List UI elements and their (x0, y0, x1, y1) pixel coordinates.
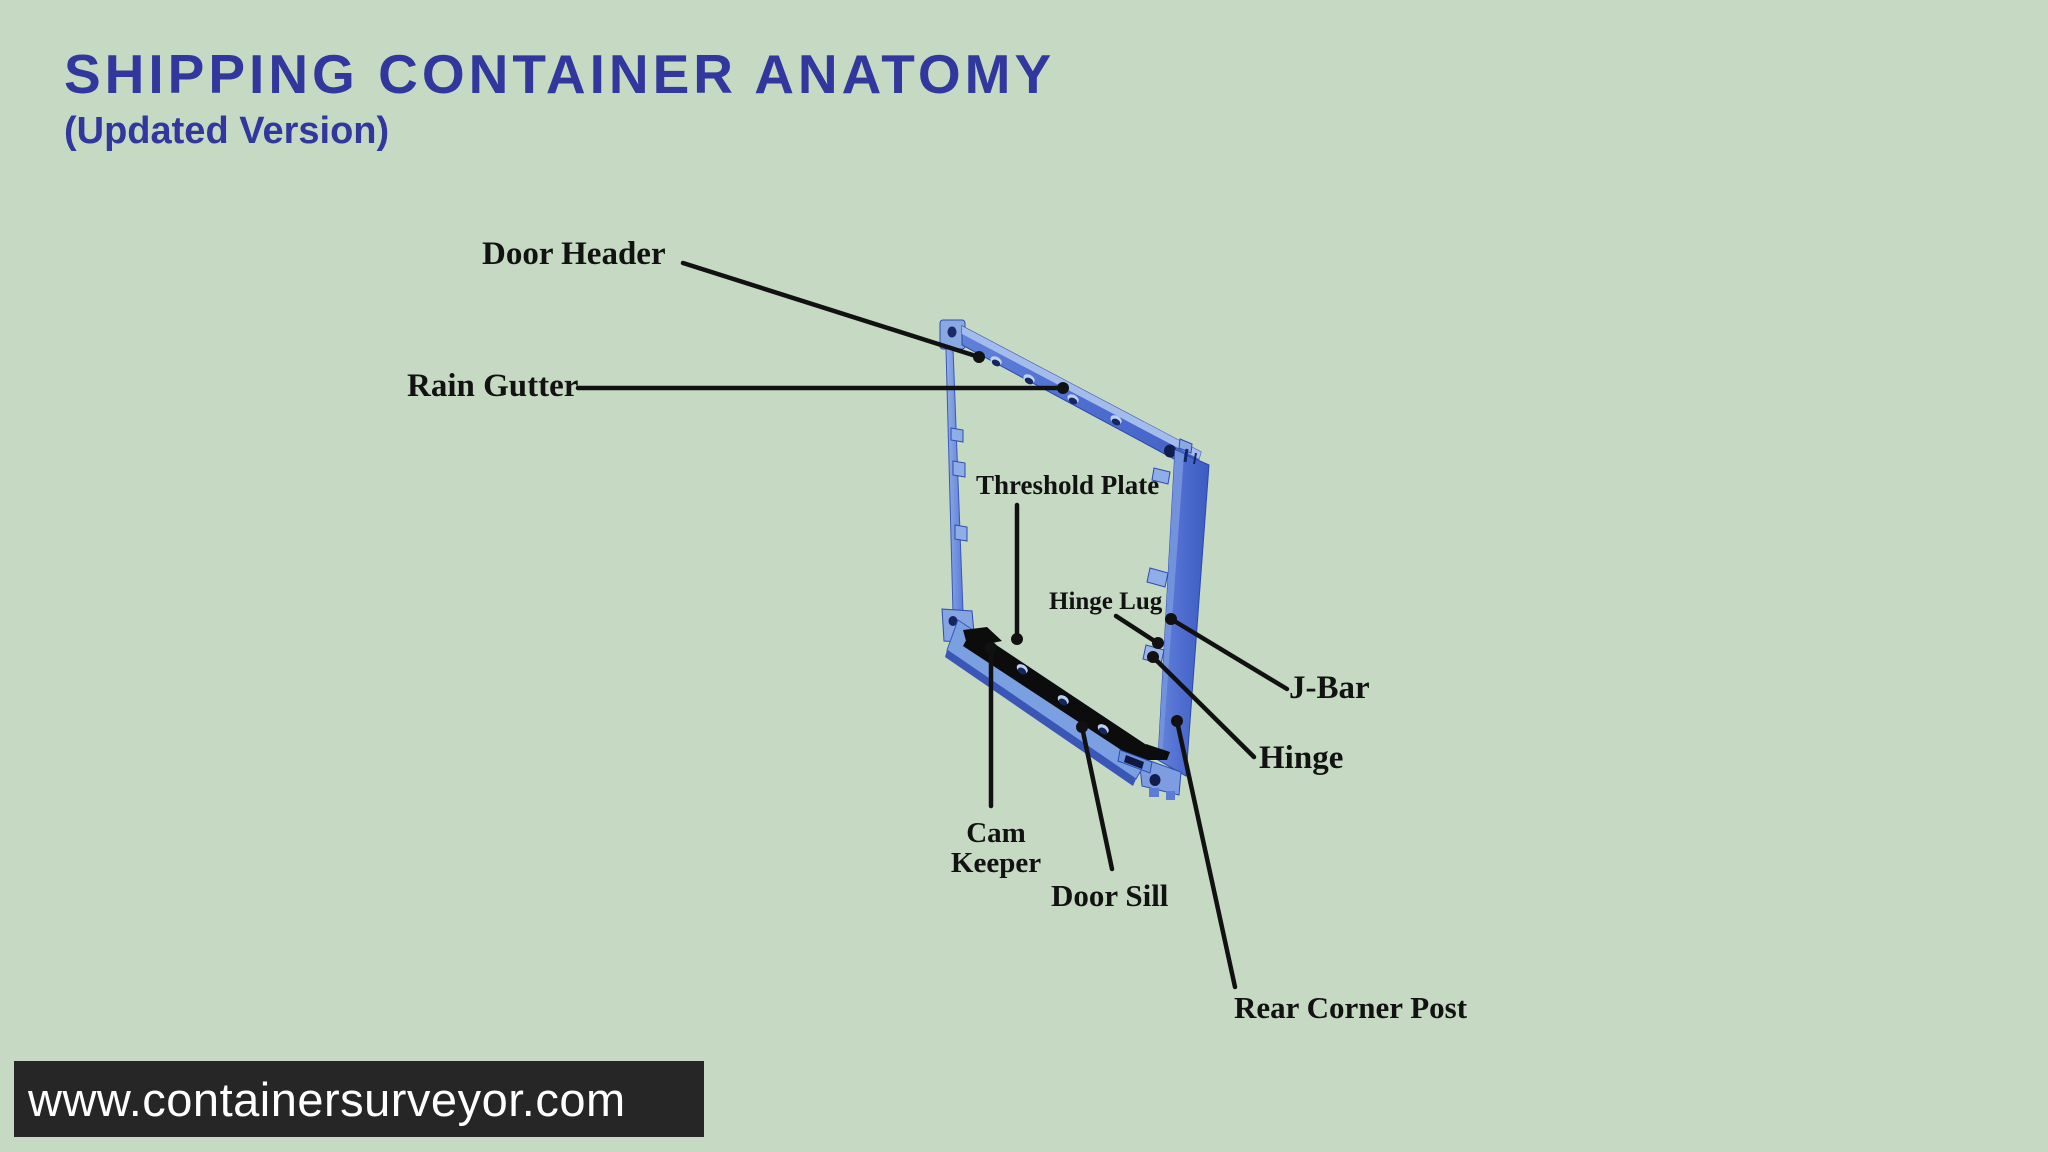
website-url: www.containersurveyor.com (28, 1072, 626, 1126)
leader-rear-corner-post (1174, 718, 1238, 990)
dot-threshold-plate (1011, 633, 1023, 645)
label-rain-gutter: Rain Gutter (407, 368, 579, 404)
leader-door-header (680, 260, 982, 360)
label-cam-keeper: Cam Keeper (950, 817, 1042, 879)
door-sill-bottom-lip (945, 650, 1136, 786)
label-door-header: Door Header (482, 236, 666, 272)
rear-corner-post-highlight (1158, 450, 1184, 760)
label-hinge-lug: Hinge Lug (1049, 588, 1163, 615)
label-j-bar: J-Bar (1289, 670, 1370, 706)
dot-door-sill (1076, 721, 1088, 733)
dot-rear-corner-post (1171, 715, 1183, 727)
label-hinge: Hinge (1259, 740, 1344, 776)
leader-hinge-lug (1113, 613, 1159, 645)
leader-lines (575, 260, 1290, 990)
rain-gutter-edge (962, 326, 1201, 459)
dot-hinge-lug (1152, 637, 1164, 649)
sill-screw-holes (1016, 664, 1109, 735)
page-subtitle: (Updated Version) (64, 110, 390, 152)
post-foot-hole (1149, 774, 1161, 786)
dot-rain-gutter (1057, 382, 1069, 394)
post-top-tab (1178, 438, 1193, 454)
threshold-plate-tail (1141, 744, 1170, 760)
rear-corner-post-bar (1157, 449, 1210, 777)
dot-j-bar (1165, 613, 1177, 625)
bottom-left-hole (948, 616, 958, 626)
left-rail-tab-2 (952, 460, 966, 478)
leader-j-bar (1168, 616, 1290, 692)
left-rail-tab-3 (954, 524, 968, 542)
post-top-slit-2 (1193, 452, 1197, 465)
page-title: SHIPPING CONTAINER ANATOMY (64, 43, 1056, 105)
label-rear-corner-post: Rear Corner Post (1234, 990, 1468, 1025)
post-top-slit-1 (1183, 448, 1189, 463)
leader-dots (973, 351, 1183, 733)
leader-hinge (1150, 654, 1257, 760)
corner-plate-hole (947, 326, 957, 338)
header-end-hole (1164, 444, 1176, 458)
dot-cam-keeper (985, 642, 997, 654)
dot-hinge (1147, 651, 1159, 663)
left-rail-tab-1 (950, 427, 964, 443)
label-door-sill: Door Sill (1051, 878, 1169, 913)
sill-end-bracket-slot (1124, 755, 1144, 769)
website-bar: www.containersurveyor.com (14, 1061, 704, 1137)
post-foot-pad-2 (1166, 791, 1175, 800)
label-threshold-plate: Threshold Plate (976, 470, 1160, 500)
header-screw-holes (990, 356, 1122, 426)
hinge-lug-tab-top (1151, 467, 1171, 485)
dot-door-header (973, 351, 985, 363)
leader-door-sill (1079, 724, 1115, 872)
post-foot-pad-1 (1149, 788, 1159, 797)
hinge-lug-tab-middle (1146, 567, 1169, 588)
